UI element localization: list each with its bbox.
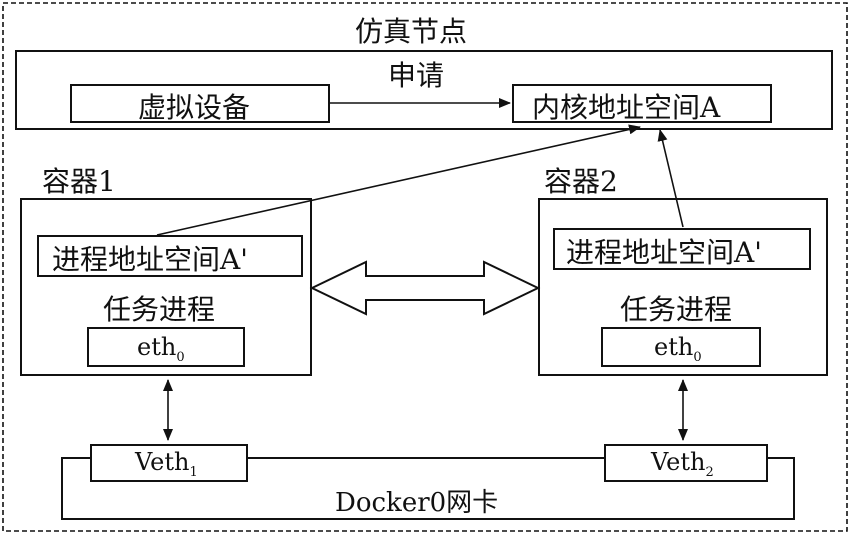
container1-box: [20, 198, 312, 376]
docker0-nic-label: Docker0网卡: [335, 488, 499, 518]
container1-task-label: 任务进程: [103, 293, 216, 326]
container2-process-space-label: 进程地址空间A': [566, 236, 762, 269]
docker0-bridge-outline: [61, 457, 795, 520]
veth2-base: Veth: [651, 448, 706, 476]
veth2-subscript: 2: [705, 464, 714, 480]
container1-eth-base: eth: [137, 333, 177, 361]
container2-eth-subscript: 0: [693, 349, 702, 365]
arrow-container1-to-kernel: [156, 124, 641, 236]
veth2-label: Veth2: [651, 448, 714, 480]
container2-process-space-box: [553, 228, 811, 270]
veth1-box: [90, 444, 248, 482]
container1-process-space-label: 进程地址空间A': [52, 243, 248, 276]
arrow-container2-to-kernel: [657, 129, 684, 228]
veth2-box: [604, 444, 768, 482]
simulation-node-title: 仿真节点: [355, 15, 468, 48]
container1-eth-subscript: 0: [176, 349, 185, 365]
veth1-base: Veth: [135, 448, 190, 476]
kernel-address-space-box: [512, 84, 772, 123]
application-panel: [15, 50, 833, 130]
application-label: 申请: [388, 59, 445, 92]
container1-eth0-label: eth0: [137, 333, 185, 365]
veth1-label: Veth1: [135, 448, 198, 480]
container2-title: 容器2: [544, 165, 618, 198]
container1-title: 容器1: [42, 165, 116, 198]
container2-task-label: 任务进程: [620, 293, 733, 326]
container2-eth0-box: [601, 327, 761, 367]
double-arrow-between-containers: [309, 260, 541, 316]
container2-eth0-label: eth0: [654, 333, 702, 365]
container2-box: [538, 198, 828, 376]
veth1-subscript: 1: [189, 464, 198, 480]
virtual-device-box: [70, 84, 330, 123]
container1-process-space-box: [37, 235, 303, 277]
kernel-address-space-label: 内核地址空间A: [532, 91, 721, 124]
container1-eth0-box: [87, 327, 245, 367]
virtual-device-label: 虚拟设备: [138, 91, 251, 124]
container2-eth-base: eth: [654, 333, 694, 361]
